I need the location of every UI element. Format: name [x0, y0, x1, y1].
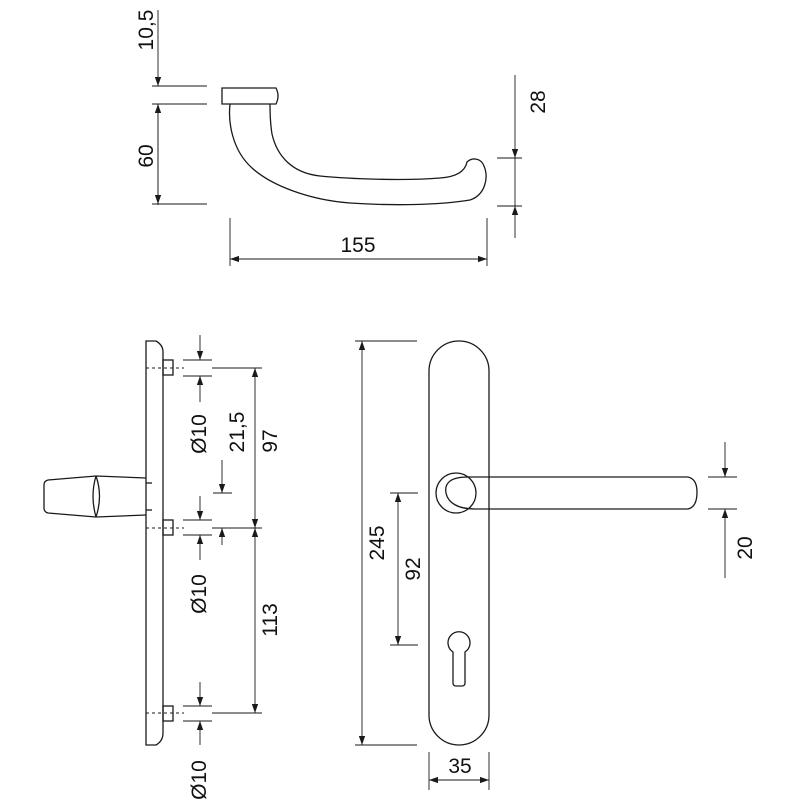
dimension-hole-bottom: Ø10: [183, 682, 212, 800]
dim-label-60: 60: [135, 144, 158, 167]
lever-stub: [43, 475, 147, 518]
dim-label-dia-bottom: Ø10: [188, 760, 211, 800]
front-view-plate: [428, 340, 698, 746]
side-view-plate: [43, 340, 184, 746]
lever-arm: [445, 476, 698, 510]
dimension-hole-mid: Ø10: [183, 496, 212, 614]
dimension-plate-width: 35: [428, 752, 490, 790]
dimension-plate-height: 245: [355, 340, 417, 746]
dim-label-28: 28: [527, 90, 550, 113]
dim-label-97: 97: [259, 429, 282, 452]
dim-label-20: 20: [734, 536, 757, 559]
lever-rose: [435, 472, 477, 514]
dimension-grip-height: 28: [497, 75, 550, 238]
dimension-backset: 92: [390, 492, 425, 646]
side-plate: [145, 340, 164, 746]
dim-label-dia-top: Ø10: [188, 414, 211, 454]
dim-label-155: 155: [340, 234, 375, 257]
dim-label-92: 92: [402, 557, 425, 580]
dimension-lower-spacing: 113: [212, 528, 282, 714]
dim-label-113: 113: [259, 603, 282, 636]
handle-rose: [221, 87, 279, 105]
dim-label-245: 245: [366, 525, 389, 560]
dimension-hole-top: Ø10: [183, 335, 212, 454]
dimension-hole-offset: 21,5: [213, 412, 249, 545]
screw-boss-bottom: [162, 705, 174, 722]
dim-label-dia-mid: Ø10: [188, 574, 211, 614]
top-view-handle: [221, 87, 487, 206]
screw-boss-mid: [162, 519, 174, 536]
dim-label-21-5: 21,5: [226, 412, 249, 453]
dimension-handle-length: 155: [229, 218, 488, 266]
handle-profile: [228, 103, 487, 206]
screw-boss-top: [162, 359, 174, 376]
front-plate: [428, 340, 490, 746]
dim-label-10-5: 10,5: [135, 10, 158, 51]
cylinder-keyhole: [447, 631, 471, 687]
dimension-handle-drop: 60: [135, 104, 207, 205]
dimension-lever-width: 20: [708, 442, 757, 578]
dimension-rose-height: 10,5: [135, 10, 207, 205]
dim-label-35: 35: [448, 755, 471, 778]
